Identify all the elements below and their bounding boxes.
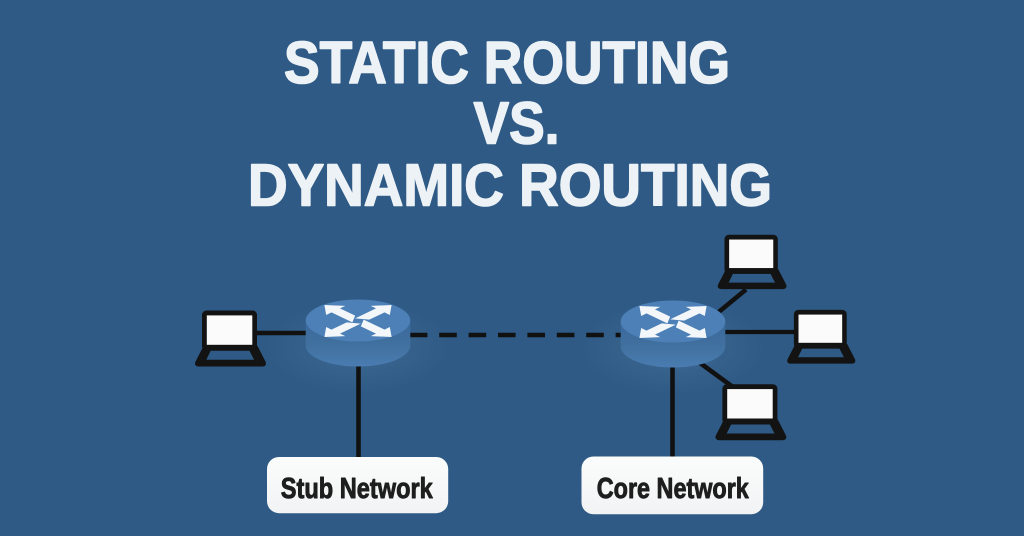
svg-text:VS.: VS. bbox=[474, 90, 560, 156]
svg-text:DYNAMIC ROUTING: DYNAMIC ROUTING bbox=[248, 153, 772, 219]
svg-text:STATIC ROUTING: STATIC ROUTING bbox=[284, 30, 730, 96]
svg-text:Core Network: Core Network bbox=[597, 473, 750, 505]
svg-text:Stub Network: Stub Network bbox=[281, 473, 434, 505]
